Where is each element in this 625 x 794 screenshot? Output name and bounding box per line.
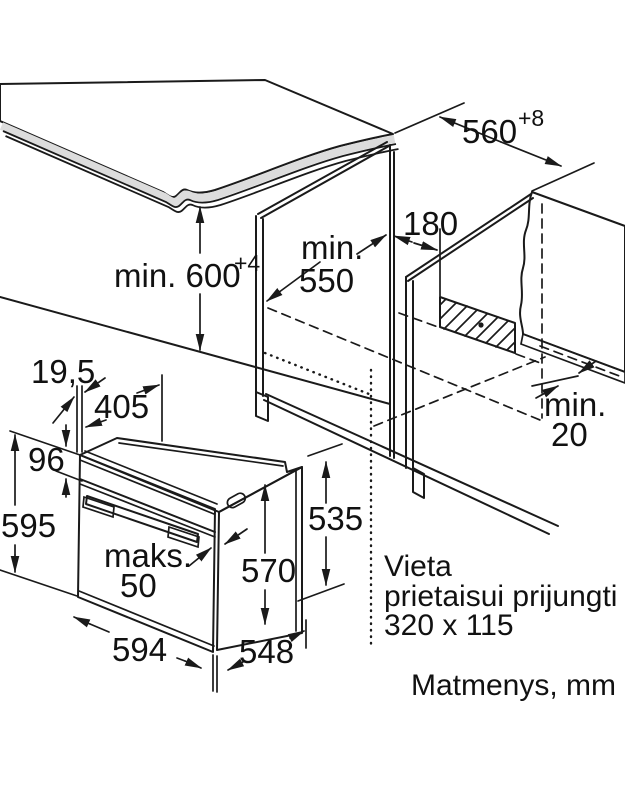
dim-niche-width-arrows <box>439 116 562 167</box>
label-connection-offset: 180 <box>403 205 458 242</box>
left-panel-foot <box>255 391 269 422</box>
dim-appliance-width-arrows <box>73 616 202 669</box>
label-rear-clearance-value: 20 <box>551 416 588 453</box>
label-frame-overhang: 19,5 <box>31 353 95 390</box>
dim-connection-offset-arrows <box>393 235 438 251</box>
connection-note-line1: Vieta <box>384 550 452 583</box>
dim-top-depth-arrows <box>85 384 160 428</box>
annotation-texts: Vieta prietaisui prijungti 320 x 115 Mat… <box>384 550 617 702</box>
handle-bracket-left <box>82 495 115 519</box>
label-niche-depth-value: 550 <box>299 262 354 299</box>
niche-floor-front-edge <box>265 393 559 527</box>
dim-frame-overhang-arrows <box>52 377 106 424</box>
countertop-surface <box>0 79 394 199</box>
connection-point-dot <box>478 322 484 328</box>
label-door-protrusion-word: maks. <box>104 537 192 574</box>
dim-niche-depth-arrows <box>266 234 387 302</box>
label-rear-clearance-word: min. <box>544 386 606 423</box>
depth-reference-line <box>263 351 371 396</box>
countertop <box>0 79 400 213</box>
label-appliance-width: 594 <box>112 631 167 668</box>
oven <box>77 437 303 653</box>
label-appliance-height: 595 <box>1 507 56 544</box>
oven-front-face <box>77 454 216 653</box>
extension-lines <box>0 102 595 693</box>
label-niche-depth-word: min. <box>301 229 363 266</box>
units-note: Matmenys, mm <box>411 669 616 702</box>
connection-note-line3: 320 x 115 <box>384 609 514 642</box>
oven-top-face <box>79 437 303 513</box>
side-vent-slot <box>226 492 247 509</box>
hatch-lines <box>439 298 516 351</box>
niche-right-panel-top <box>405 193 532 278</box>
label-niche-width: 560 <box>462 113 517 150</box>
wall-panel-face <box>519 191 625 373</box>
label-top-depth: 405 <box>94 388 149 425</box>
wall-panel <box>519 191 625 419</box>
dimension-arrows <box>10 116 597 671</box>
handle-bracket-right <box>167 525 200 549</box>
control-panel-line <box>79 478 216 533</box>
dim-casing-depth-arrows <box>227 630 305 671</box>
dim-door-protrusion-arrows <box>188 528 248 567</box>
hidden-edges <box>263 307 623 646</box>
label-niche-height: min. 600 <box>114 257 241 294</box>
wall-panel-bottom-edge <box>520 332 625 384</box>
connection-area-outline <box>439 296 516 354</box>
right-panel-foot <box>412 467 425 499</box>
dim-rear-clearance-arrows <box>535 360 597 399</box>
label-casing-rear-height: 535 <box>308 500 363 537</box>
dimension-labels: min. 600 +4 560 +8 min. 550 180 min. 20 … <box>1 105 606 670</box>
label-niche-width-tolerance: +8 <box>518 105 544 131</box>
cabinet-niche <box>0 141 559 535</box>
connection-note-line2: prietaisui prijungti <box>384 580 617 613</box>
label-control-panel-height: 96 <box>28 441 65 478</box>
door-handle <box>85 495 199 543</box>
label-door-protrusion-value: 50 <box>120 567 157 604</box>
floor-line <box>0 296 391 405</box>
label-casing-front-height: 570 <box>241 552 296 589</box>
label-casing-depth: 548 <box>239 633 294 670</box>
label-niche-height-tolerance: +4 <box>234 250 260 276</box>
connection-area <box>439 228 516 354</box>
